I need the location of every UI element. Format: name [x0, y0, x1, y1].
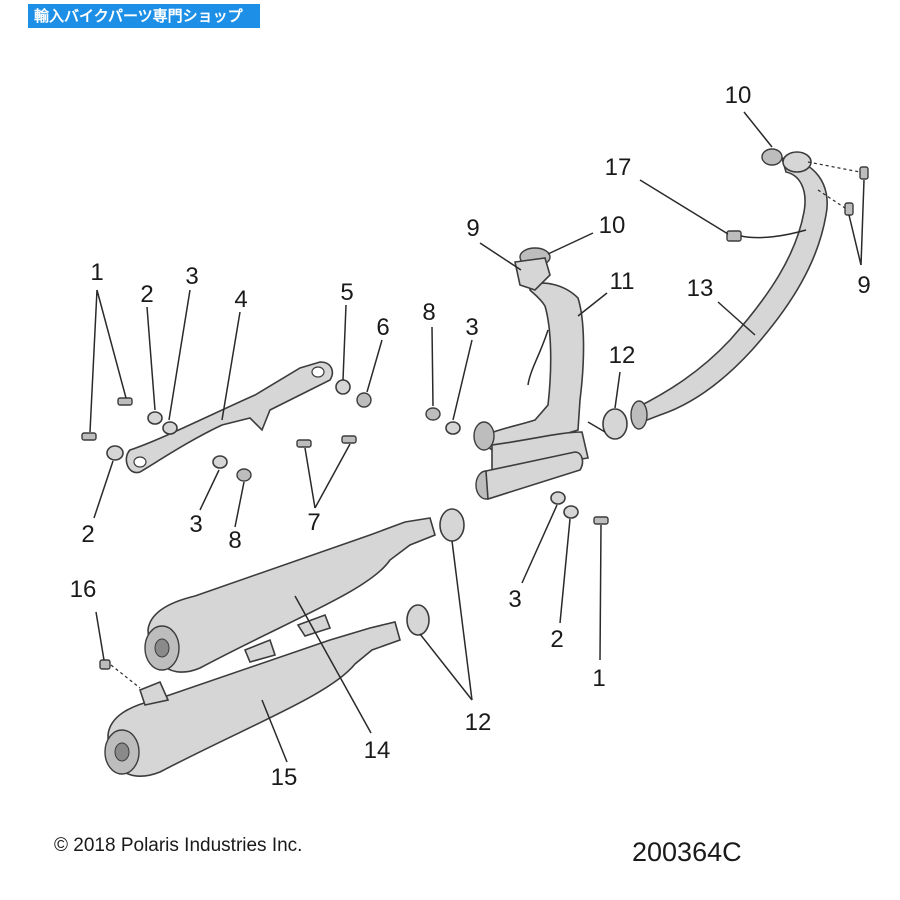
part-11-outlet-upper	[473, 421, 495, 451]
hardware-bracket-left	[81, 379, 609, 689]
callout-10-rear: 10	[725, 82, 752, 109]
callout-14: 14	[364, 737, 391, 764]
part-4-bracket-hole-b	[311, 366, 325, 378]
callout-13: 13	[687, 275, 714, 302]
callout-3-mid: 3	[465, 314, 478, 341]
callout-1-lower-right: 1	[592, 665, 605, 692]
part-14-muffler-tip-inner	[154, 638, 170, 658]
callout-12-lower: 12	[465, 709, 492, 736]
part-12-clamp-upper	[602, 408, 628, 440]
callout-15: 15	[271, 764, 298, 791]
part-15-muffler-tip-inner	[114, 742, 130, 762]
part-12-clamp-upper-bolt	[587, 421, 606, 433]
callout-3-upper: 3	[185, 263, 198, 290]
callout-5: 5	[340, 279, 353, 306]
part-13-pipe-end	[630, 400, 648, 430]
callout-9-rear: 9	[857, 272, 870, 299]
callout-labels: 1 2 3 4 5 6 2 3 8 7 8 3 9 10 11 12 13 10…	[70, 82, 871, 791]
callout-6: 6	[376, 314, 389, 341]
shop-banner[interactable]: 輸入バイクパーツ専門ショップ	[28, 4, 260, 28]
callout-2-lower-right: 2	[550, 626, 563, 653]
callout-4: 4	[234, 286, 247, 313]
part-9-flange-front	[514, 257, 551, 291]
part-9-stud-rear-a	[859, 166, 869, 180]
dash-rear-studs	[807, 161, 861, 209]
part-14-upper-muffler	[147, 517, 436, 673]
callout-3-lower-left: 3	[189, 511, 202, 538]
callout-2-lower-left: 2	[81, 521, 94, 548]
callout-1-upper: 1	[90, 259, 103, 286]
part-12-clamp-mid	[439, 508, 465, 542]
part-head-flange-rear	[782, 151, 812, 173]
callout-2-upper: 2	[140, 281, 153, 308]
part-17-sensor-wire	[740, 229, 807, 239]
figure-id: 200364C	[632, 837, 742, 867]
part-4-bracket-hole-a	[133, 456, 147, 468]
part-4-muffler-bracket	[125, 361, 334, 474]
callout-11: 11	[610, 268, 635, 295]
callout-7: 7	[307, 509, 320, 536]
part-11-lower-tube	[485, 451, 584, 501]
part-front-sensor-wire	[527, 329, 549, 386]
callout-8-mid: 8	[422, 299, 435, 326]
callout-17: 17	[605, 154, 632, 181]
leader-lines	[89, 111, 865, 763]
part-12-clamp-low	[406, 604, 430, 636]
copyright-text: © 2018 Polaris Industries Inc.	[54, 835, 302, 856]
callout-8-lower-left: 8	[228, 527, 241, 554]
part-9-stud-rear-b	[844, 202, 854, 216]
callout-12-upper: 12	[609, 342, 636, 369]
callout-16: 16	[70, 576, 97, 603]
part-13-head-pipe	[634, 157, 828, 424]
part-17-o2-sensor	[726, 230, 742, 242]
callout-9-front: 9	[466, 215, 479, 242]
callout-10-front: 10	[599, 212, 626, 239]
part-11-front-head-pipe	[478, 282, 585, 451]
part-15-lower-muffler	[107, 621, 401, 777]
part-10-gasket-rear	[761, 148, 783, 166]
callout-3-lower-right: 3	[508, 586, 521, 613]
